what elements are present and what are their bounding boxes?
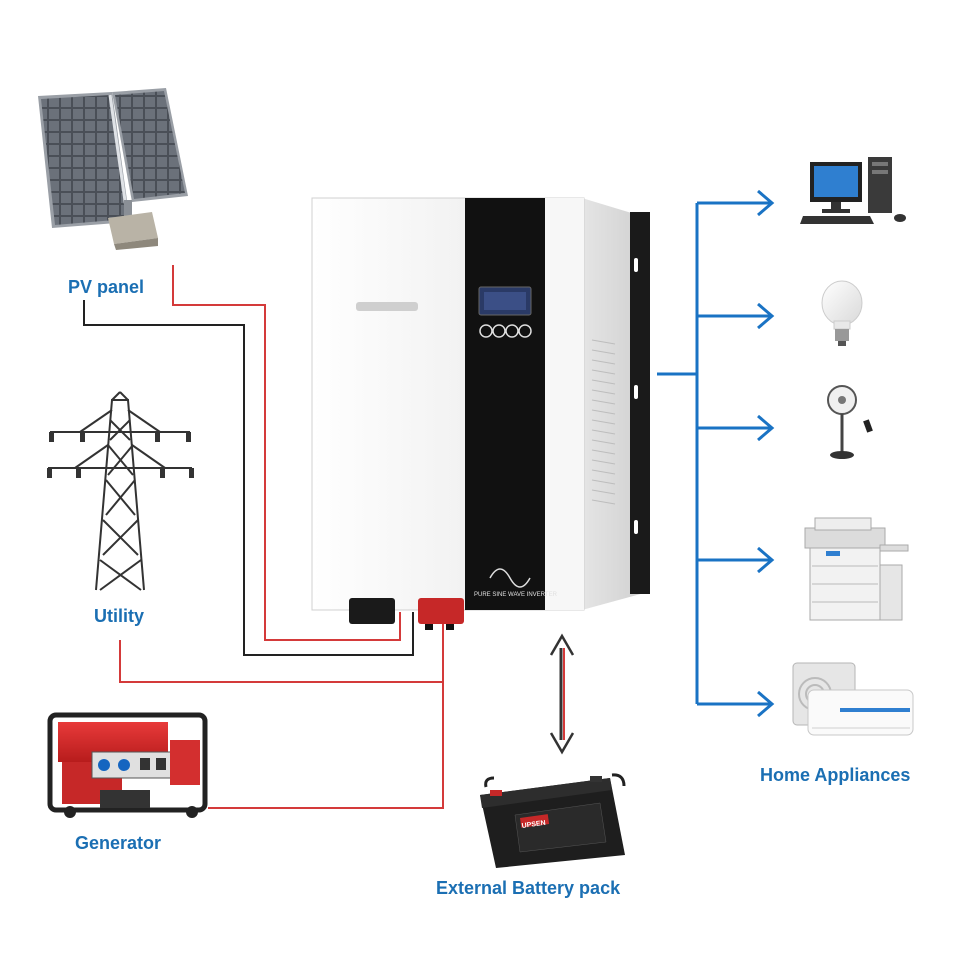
generator-label: Generator <box>75 833 162 853</box>
utility-label: Utility <box>94 606 145 626</box>
copier-icon <box>804 517 909 621</box>
pv-negative-wire <box>83 300 414 656</box>
arrow-to-bulb <box>757 302 775 330</box>
battery-brand-text: UPSEN <box>521 820 546 830</box>
pv-panel-label: PV panel <box>68 277 145 297</box>
inverter-face-text: PURE SINE WAVE INVERTER <box>474 592 558 598</box>
light-bulb-icon <box>821 280 863 346</box>
home-appliances-label: Home Appliances <box>760 765 911 785</box>
wiring <box>83 265 444 809</box>
generator-icon <box>47 712 208 818</box>
generator-wire <box>208 682 444 809</box>
arrow-to-computer <box>757 189 775 217</box>
air-conditioner-icon <box>792 662 914 736</box>
distribution-lines <box>657 189 775 718</box>
battery-link-arrow <box>549 633 575 755</box>
pv-positive-wire <box>172 265 401 641</box>
power-tower-icon <box>47 391 194 591</box>
computer-icon <box>800 157 906 224</box>
arrow-to-ac <box>757 690 775 718</box>
fan-icon <box>827 385 873 459</box>
arrow-to-fan <box>757 414 775 442</box>
arrow-to-copier <box>757 546 775 574</box>
battery-label: External Battery pack <box>436 878 621 898</box>
battery-icon <box>480 773 626 868</box>
inverter-unit <box>311 197 650 630</box>
utility-wire <box>119 618 444 683</box>
solar-panel-icon <box>38 88 188 250</box>
